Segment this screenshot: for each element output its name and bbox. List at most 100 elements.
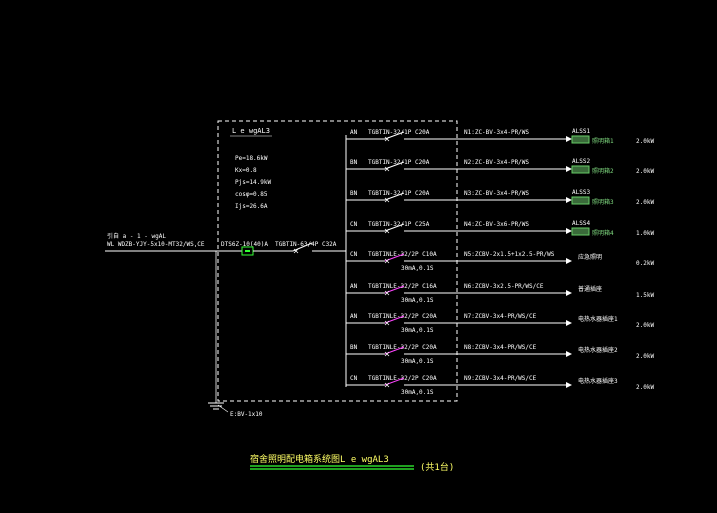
cable-label: N2:ZC-BV-3x4-PR/WS bbox=[464, 159, 529, 166]
rcd-label: 30mA,0.1S bbox=[401, 358, 434, 365]
power-label: 2.0kW bbox=[636, 138, 654, 145]
lighting-panel-icon bbox=[571, 135, 590, 144]
power-label: 2.0kW bbox=[636, 322, 654, 329]
load-label: 电热水器插座2 bbox=[578, 346, 618, 354]
phase-label: BN bbox=[350, 159, 358, 166]
breaker-cross-2 bbox=[384, 290, 390, 296]
incoming-label-2: WL WDZB-YJY-5x10-MT32/WS,CE bbox=[107, 241, 205, 248]
main-breaker-label: TGBTIN-63/4P C32A bbox=[275, 241, 337, 248]
main-breaker-contact bbox=[292, 242, 313, 252]
ground-label: E:BV-1x10 bbox=[230, 411, 263, 418]
power-label: 2.0kW bbox=[636, 168, 654, 175]
param-cos: cosφ=0.85 bbox=[235, 191, 268, 198]
panel-label: ALSS3 bbox=[572, 189, 590, 196]
circuit-row: AN TGBTIN-32/1P C20A N1:ZC-BV-3x4-PR/WS ALS… bbox=[346, 128, 654, 145]
load-label: 照明箱4 bbox=[592, 229, 614, 237]
breaker-cross-2 bbox=[384, 382, 390, 388]
breaker-cross-2 bbox=[384, 136, 390, 142]
incoming-label-1: 引自 a - 1 - wgAL bbox=[107, 232, 166, 240]
box-title: L e wgAL3 bbox=[232, 127, 270, 135]
lighting-panel-icon bbox=[571, 196, 590, 205]
param-kx: Kx=0.8 bbox=[235, 167, 257, 174]
circuit-row: CN TGBTIN-32/1P C25A N4:ZC-BV-3x6-PR/WS ALS… bbox=[346, 220, 654, 237]
phase-label: BN bbox=[350, 344, 358, 351]
power-label: 0.2kW bbox=[636, 260, 654, 267]
panel-label: ALSS2 bbox=[572, 158, 590, 165]
breaker-cross-2 bbox=[384, 258, 390, 264]
arrow-icon bbox=[566, 136, 572, 142]
load-label: 照明箱2 bbox=[592, 167, 614, 175]
breaker-cross-2 bbox=[384, 166, 390, 172]
arrow-icon bbox=[566, 228, 572, 234]
unit-count: (共1台) bbox=[420, 461, 454, 473]
phase-label: BN bbox=[350, 190, 358, 197]
drawing-title: 宿舍照明配电箱系统图L e wgAL3 bbox=[250, 453, 389, 465]
power-label: 2.0kW bbox=[636, 353, 654, 360]
breaker-cross-2 bbox=[384, 228, 390, 234]
phase-label: CN bbox=[350, 251, 358, 258]
phase-label: AN bbox=[350, 313, 358, 320]
arrow-icon bbox=[566, 320, 572, 326]
breaker-cross-2 bbox=[384, 197, 390, 203]
cable-label: N1:ZC-BV-3x4-PR/WS bbox=[464, 129, 529, 136]
breaker-cross-2 bbox=[384, 351, 390, 357]
arrow-icon bbox=[566, 258, 572, 264]
lighting-panel-icon bbox=[571, 227, 590, 236]
outgoing-circuits: AN TGBTIN-32/1P C20A N1:ZC-BV-3x4-PR/WS ALS… bbox=[346, 128, 654, 396]
cable-label: N3:ZC-BV-3x4-PR/WS bbox=[464, 190, 529, 197]
load-label: 普通插座 bbox=[578, 285, 602, 293]
power-label: 2.0kW bbox=[636, 199, 654, 206]
load-label: 应急照明 bbox=[578, 253, 602, 261]
cable-label: N6:ZCBV-3x2.5-PR/WS/CE bbox=[464, 283, 544, 290]
circuit-row: BN TGBTIN-32/1P C20A N3:ZC-BV-3x4-PR/WS ALS… bbox=[346, 189, 654, 206]
phase-label: CN bbox=[350, 221, 358, 228]
rcd-label: 30mA,0.1S bbox=[401, 389, 434, 396]
panel-label: ALSS4 bbox=[572, 220, 590, 227]
arrow-icon bbox=[566, 382, 572, 388]
phase-label: CN bbox=[350, 375, 358, 382]
main-breaker-cross-2 bbox=[293, 248, 299, 254]
load-label: 照明箱1 bbox=[592, 137, 614, 145]
circuit-row: BN TGBTIN-32/1P C20A N2:ZC-BV-3x4-PR/WS ALS… bbox=[346, 158, 654, 175]
lighting-panel-icon bbox=[571, 165, 590, 174]
cable-label: N8:ZCBV-3x4-PR/WS/CE bbox=[464, 344, 537, 351]
param-ijs: Ijs=26.6A bbox=[235, 203, 268, 210]
param-pjs: Pjs=14.9kW bbox=[235, 179, 272, 186]
breaker-label: TGBTIN-32/1P C20A bbox=[368, 190, 430, 197]
load-parameters: Pe=18.6kW Kx=0.8 Pjs=14.9kW cosφ=0.85 Ij… bbox=[235, 155, 272, 210]
cable-label: N4:ZC-BV-3x6-PR/WS bbox=[464, 221, 529, 228]
power-label: 2.0kW bbox=[636, 384, 654, 391]
breaker-label: TGBTIN-32/1P C25A bbox=[368, 221, 430, 228]
breaker-label: TGBTIN-32/1P C20A bbox=[368, 129, 430, 136]
power-label: 1.0kW bbox=[636, 230, 654, 237]
cable-label: N7:ZCBV-3x4-PR/WS/CE bbox=[464, 313, 537, 320]
breaker-label: TGBTIN-32/1P C20A bbox=[368, 159, 430, 166]
param-pe: Pe=18.6kW bbox=[235, 155, 268, 162]
rcd-label: 30mA,0.1S bbox=[401, 265, 434, 272]
rcd-label: 30mA,0.1S bbox=[401, 297, 434, 304]
ground-leader bbox=[217, 404, 229, 413]
power-label: 1.5kW bbox=[636, 292, 654, 299]
arrow-icon bbox=[566, 290, 572, 296]
arrow-icon bbox=[566, 351, 572, 357]
phase-label: AN bbox=[350, 129, 358, 136]
rcd-label: 30mA,0.1S bbox=[401, 327, 434, 334]
panel-label: ALSS1 bbox=[572, 128, 590, 135]
load-label: 电热水器插座3 bbox=[578, 377, 618, 385]
arrow-icon bbox=[566, 166, 572, 172]
load-label: 电热水器插座1 bbox=[578, 315, 618, 323]
load-label: 照明箱3 bbox=[592, 198, 614, 206]
meter-label: DTS6Z-10(40)A bbox=[221, 241, 268, 248]
arrow-icon bbox=[566, 197, 572, 203]
breaker-cross-2 bbox=[384, 320, 390, 326]
phase-label: AN bbox=[350, 283, 358, 290]
cable-label: N5:ZCBV-2x1.5+1x2.5-PR/WS bbox=[464, 251, 555, 258]
cable-label: N9:ZCBV-3x4-PR/WS/CE bbox=[464, 375, 537, 382]
